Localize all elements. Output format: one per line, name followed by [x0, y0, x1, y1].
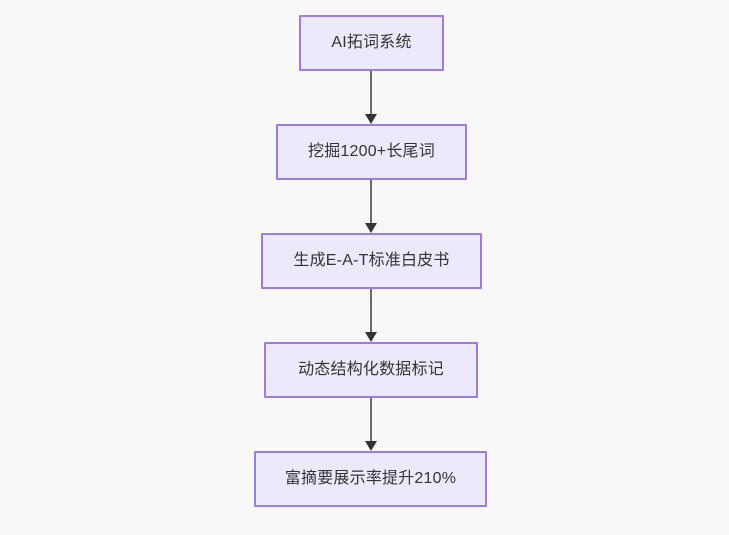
edge-arrow-icon [365, 289, 377, 342]
edge-n4-n5 [355, 398, 387, 453]
edge-arrow-icon [365, 180, 377, 233]
edge-arrow-icon [365, 71, 377, 124]
edge-arrow-icon [365, 398, 377, 451]
flow-node-dynamic-structured-data-markup[interactable]: 动态结构化数据标记 [264, 342, 478, 398]
flow-node-label: 挖掘1200+长尾词 [308, 143, 435, 161]
flow-node-label: 动态结构化数据标记 [298, 361, 444, 379]
flow-node-generate-eat-whitepaper[interactable]: 生成E-A-T标准白皮书 [261, 233, 482, 289]
edge-n3-n4 [355, 289, 387, 344]
flow-node-label: 生成E-A-T标准白皮书 [293, 252, 450, 270]
flow-node-rich-snippet-impression-lift[interactable]: 富摘要展示率提升210% [254, 451, 487, 507]
flow-node-label: 富摘要展示率提升210% [284, 470, 457, 488]
flow-node-ai-keyword-system[interactable]: AI拓词系统 [299, 15, 444, 71]
edge-n1-n2 [355, 71, 387, 126]
flow-node-label: AI拓词系统 [331, 34, 412, 52]
flow-node-mine-longtail-keywords[interactable]: 挖掘1200+长尾词 [276, 124, 467, 180]
edge-n2-n3 [355, 180, 387, 235]
